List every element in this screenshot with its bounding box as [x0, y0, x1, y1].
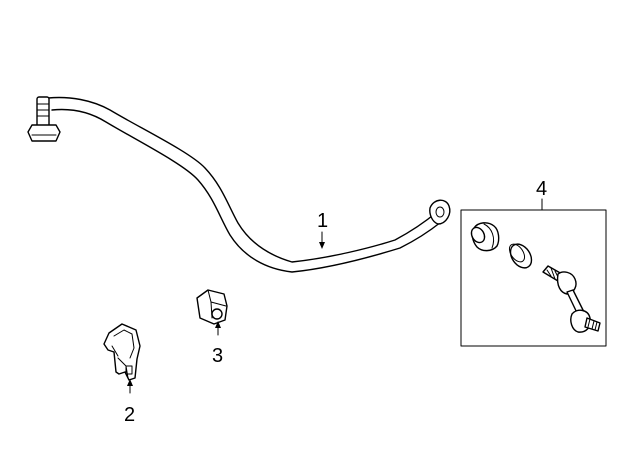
callout-3: 3: [212, 321, 223, 367]
callout-4: 4: [536, 178, 547, 211]
callout-3-label: 3: [212, 345, 223, 367]
callout-2: 2: [124, 379, 135, 426]
kit-bushing-icon: [470, 222, 500, 252]
callout-1: 1: [317, 210, 328, 249]
bracket-icon: [103, 323, 141, 381]
link-kit-icon: [460, 209, 607, 347]
stabilizer-bar-icon: [27, 96, 451, 273]
link-kit-frame: [460, 209, 607, 347]
callout-4-label: 4: [536, 178, 547, 200]
callout-1-label: 1: [317, 210, 328, 232]
kit-link-icon: [542, 265, 601, 333]
kit-sleeve-icon: [508, 243, 533, 269]
callout-2-label: 2: [124, 404, 135, 426]
bushing-icon: [196, 289, 228, 325]
